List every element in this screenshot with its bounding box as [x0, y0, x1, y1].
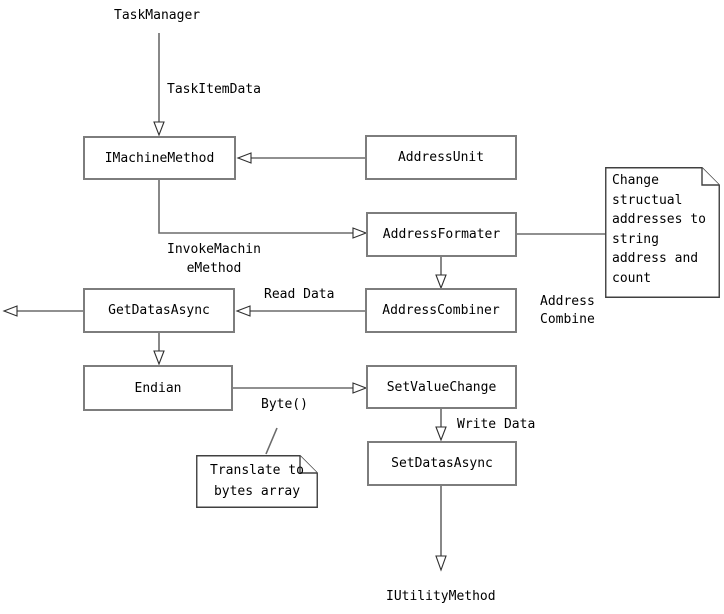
node-endian-label: Endian	[134, 380, 182, 396]
edge-label-byte: Byte()	[261, 397, 308, 412]
node-iutilitymethod: IUtilityMethod	[386, 589, 496, 604]
node-taskmanager: TaskManager	[114, 8, 201, 23]
edge-label-readdata: Read Data	[264, 287, 335, 302]
edge-label-addresscombine: Address Combine	[540, 294, 595, 327]
edge-label-writedata: Write Data	[457, 417, 536, 432]
node-setdatasasync: SetDatasAsync	[367, 441, 517, 486]
node-setvaluechange-label: SetValueChange	[386, 379, 497, 395]
arrowhead-down-icon	[153, 350, 165, 366]
node-addressunit-label: AddressUnit	[397, 150, 485, 165]
edge-label-taskitemdata: TaskItemData	[167, 82, 261, 97]
note-change-structural-text: Change structual addresses to string add…	[612, 173, 706, 286]
node-addressunit: AddressUnit	[365, 135, 517, 180]
note-change-structural: Change structual addresses to string add…	[605, 167, 720, 298]
arrowhead-right-icon	[352, 227, 368, 239]
note-shape-icon	[196, 455, 318, 508]
arrowhead-right-icon	[352, 382, 368, 394]
note-translate-bytes: Translate to bytes array	[196, 455, 318, 508]
arrowhead-left-icon	[2, 305, 18, 317]
node-imachinemethod-label: IMachineMethod	[104, 150, 215, 166]
edge-label-invokemachinemethod: InvokeMachin eMethod	[167, 242, 261, 276]
node-addressformater-label: AddressFormater	[382, 227, 501, 242]
node-imachinemethod: IMachineMethod	[83, 136, 236, 180]
node-setdatasasync-label: SetDatasAsync	[391, 456, 493, 471]
arrowhead-left-icon	[236, 152, 252, 164]
arrowhead-left-icon	[235, 305, 251, 317]
arrowhead-down-icon	[153, 121, 165, 137]
node-getdatasasync: GetDatasAsync	[83, 288, 235, 333]
edge-byte-note	[265, 427, 278, 455]
note-shape-icon	[605, 167, 720, 298]
arrowhead-down-icon	[435, 555, 447, 572]
arrowhead-down-icon	[435, 274, 447, 290]
node-endian: Endian	[83, 365, 233, 411]
arrowhead-down-icon	[435, 426, 447, 442]
note-translate-bytes-text: Translate to bytes array	[210, 463, 304, 499]
node-addresscombiner-label: AddressCombiner	[382, 303, 500, 318]
node-addresscombiner: AddressCombiner	[365, 288, 517, 333]
node-setvaluechange: SetValueChange	[366, 365, 517, 409]
node-addressformater: AddressFormater	[366, 212, 517, 257]
node-getdatasasync-label: GetDatasAsync	[108, 303, 210, 318]
edge-imachinemethod-addressformater	[158, 180, 354, 234]
